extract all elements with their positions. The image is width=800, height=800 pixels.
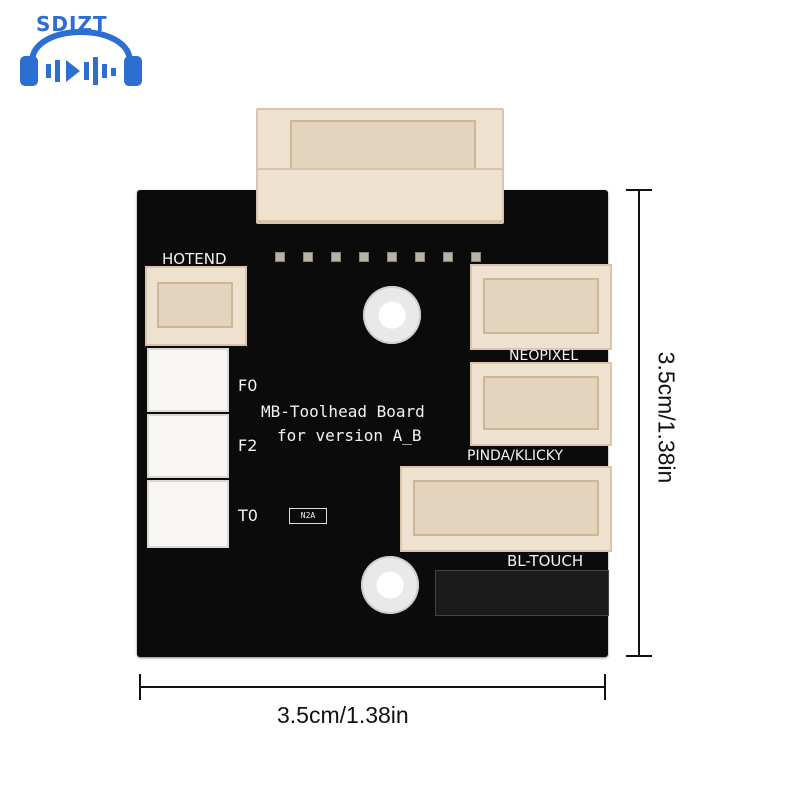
t0-label: T0 <box>238 506 258 525</box>
brand-logo <box>20 29 142 86</box>
width-dimension-label: 3.5cm/1.38in <box>277 702 409 728</box>
bltouch-header <box>435 570 609 616</box>
f2-label: F2 <box>238 436 258 455</box>
brand-logo-text: SDJZT <box>36 12 108 36</box>
neopixel-label: NEOPIXEL <box>509 348 579 364</box>
pcb-board: HOTEND F0 F2 T0 MB-Toolhead Board for ve… <box>137 108 612 657</box>
pinda-label: PINDA/KLICKY <box>467 448 563 464</box>
width-dimension-line <box>140 686 606 688</box>
f2-connector <box>147 414 229 478</box>
smd-chip: N2A <box>289 508 327 524</box>
height-dimension-label: 3.5cm/1.38in <box>653 351 680 484</box>
hotend-label: HOTEND <box>162 250 227 268</box>
board-title-line2: for version A_B <box>277 426 422 445</box>
height-dimension-bottom-tick <box>626 655 652 657</box>
height-dimension-top-tick <box>626 189 652 191</box>
width-dimension-left-tick <box>139 674 141 700</box>
width-dimension-right-tick <box>604 674 606 700</box>
hotend-connector-slot <box>157 282 233 328</box>
f0-connector <box>147 348 229 412</box>
height-dimension-line <box>638 190 640 656</box>
mounting-hole-bottom <box>361 556 419 614</box>
large-5pin-connector-slot <box>413 480 599 536</box>
neopixel-connector-slot <box>483 278 599 334</box>
t0-connector <box>147 480 229 548</box>
bltouch-label: BL-TOUCH <box>507 552 584 570</box>
board-title-line1: MB-Toolhead Board <box>261 402 425 421</box>
f0-label: F0 <box>238 376 258 395</box>
mounting-hole-top <box>363 286 421 344</box>
top-connector-base <box>256 168 504 222</box>
pinda-connector-slot <box>483 376 599 430</box>
